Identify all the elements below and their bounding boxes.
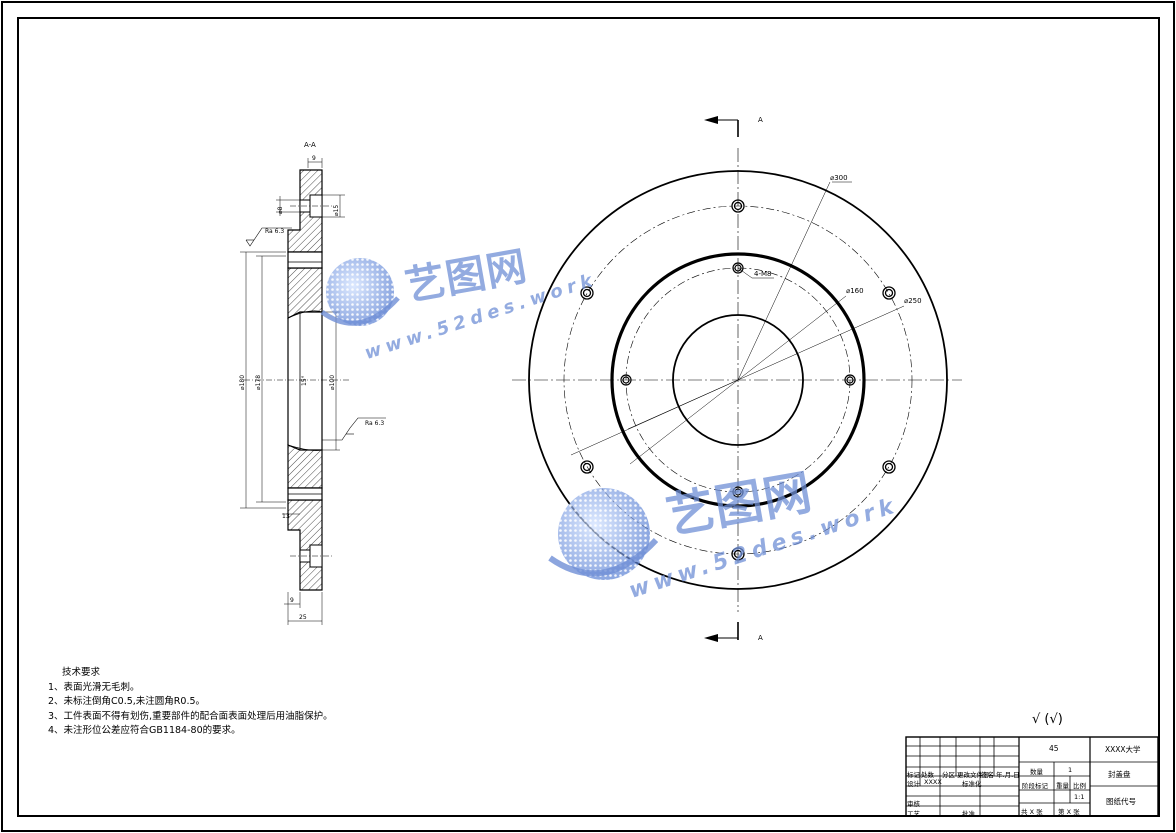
bolt-holes [580, 199, 896, 561]
section-label: A-A [304, 141, 316, 149]
section-view: A-A 9 [239, 141, 386, 625]
tech-item-4: 4、未注形位公差应符合GB1184-80的要求。 [48, 725, 241, 736]
title-block-lines [905, 736, 1159, 817]
tb-material: 45 [1049, 744, 1059, 753]
tech-item-2: 2、未标注倒角C0.5,未注圆角R0.5。 [48, 696, 206, 707]
tb-col-zone: 分区 [942, 771, 955, 779]
dim-hole-cbore: ⌀15 [333, 205, 340, 216]
section-hatch-boss-bottom [287, 444, 323, 489]
dim-d180: ⌀180 [239, 375, 246, 390]
tb-designer-label: 设计 [907, 780, 920, 788]
tech-item-3: 3、工件表面不得有划伤,重要部件的配合面表面处理后用油脂保护。 [48, 710, 333, 722]
dim-angle: 15° [301, 375, 308, 386]
tb-weight-label: 重量 [1056, 782, 1069, 790]
view-marker-bottom: A [758, 634, 763, 642]
tb-process-label: 工艺 [907, 810, 920, 818]
tb-sheet-total: 共 X 张 [1021, 808, 1043, 816]
groove-top [287, 251, 323, 269]
tb-designer: XXXX [924, 778, 942, 786]
roughness-bottom: Ra 6.3 [365, 420, 384, 427]
section-hatch-boss-top [287, 267, 323, 319]
tech-item-1: 1、表面光滑无毛刺。 [48, 681, 140, 693]
dim-step: 13 [282, 513, 290, 520]
m8-holes [620, 262, 856, 498]
inner-frame [17, 17, 1160, 817]
general-roughness: √ (√) [1032, 712, 1063, 727]
tb-school: XXXX大学 [1105, 745, 1141, 754]
tb-audit-label: 审核 [907, 800, 920, 808]
tb-qty: 1 [1068, 766, 1073, 774]
front-view: A A ⌀300 [512, 116, 962, 642]
boss-circle-outer [610, 252, 866, 508]
boss-circle-dash [625, 267, 851, 493]
dim-boss: ⌀160 [846, 287, 864, 295]
tb-approve-label: 批准 [962, 810, 975, 818]
roughness-top: Ra 6.3 [265, 228, 284, 235]
tb-qty-label: 数量 [1030, 768, 1043, 776]
dim-hole-dia: ⌀8 [277, 206, 284, 214]
tb-col-change: 更改文件号 [957, 771, 990, 779]
outer-circle [528, 170, 948, 590]
dim-d178: ⌀178 [255, 375, 262, 390]
dim-thickness: 9 [312, 155, 316, 162]
tb-scale: 1:1 [1074, 793, 1085, 801]
watermark-globe-1 [320, 258, 400, 326]
tb-sheet-no: 第 X 张 [1058, 808, 1080, 816]
tb-col-sign: 签名 [981, 771, 994, 779]
dim-d100: ⌀100 [329, 375, 336, 390]
tb-drawing-no: 图纸代号 [1106, 797, 1136, 806]
view-marker-top: A [758, 116, 763, 124]
dim-outer: ⌀300 [830, 174, 848, 182]
tb-std-label: 标准化 [962, 780, 982, 788]
tb-stage-label: 阶段标记 [1022, 782, 1048, 790]
tech-requirements: 技术要求 1、表面光滑无毛刺。 2、未标注倒角C0.5,未注圆角R0.5。 3、… [48, 666, 333, 739]
dim-bolt-circle: ⌀250 [904, 297, 922, 305]
bore-circle [672, 314, 804, 446]
dim-total: 25 [299, 614, 307, 621]
tb-col-mark: 标记 [907, 771, 920, 779]
tb-scale-label: 比例 [1073, 782, 1086, 790]
tb-col-count: 处数 [921, 771, 934, 779]
bolt-circle [563, 205, 913, 555]
dim-holes: 4-M8 [754, 270, 771, 278]
dim-bottom: 9 [290, 597, 294, 604]
tb-part-name: 封盖盘 [1108, 770, 1131, 779]
tech-title: 技术要求 [62, 667, 101, 678]
tb-col-date: 年.月.日 [996, 771, 1020, 779]
watermark-globe-2 [548, 488, 658, 580]
